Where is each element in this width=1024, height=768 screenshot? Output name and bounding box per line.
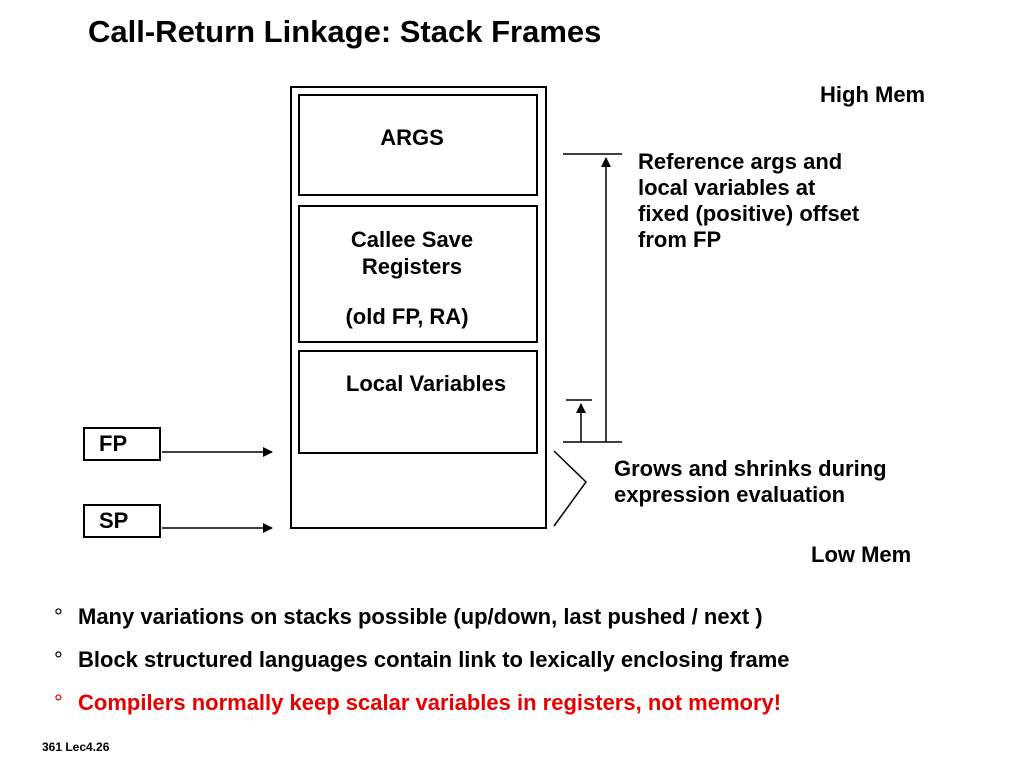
callee-save-label-line1: Callee Save xyxy=(350,227,474,252)
slide-footer: 361 Lec4.26 xyxy=(42,740,110,754)
grows-note-line: Grows and shrinks during xyxy=(614,456,887,481)
bullet-list: ° Many variations on stacks possible (up/… xyxy=(54,604,994,733)
bullet-mark: ° xyxy=(54,604,63,629)
callee-save-box xyxy=(298,205,538,343)
args-box xyxy=(298,94,538,196)
args-label: ARGS xyxy=(380,125,444,150)
grows-bracket xyxy=(553,450,587,527)
bullet-text: Compilers normally keep scalar variables… xyxy=(78,690,782,715)
callee-save-label: Callee Save Registers xyxy=(300,226,524,280)
bullet-mark: ° xyxy=(54,647,63,672)
fp-label: FP xyxy=(99,431,128,456)
page-title: Call-Return Linkage: Stack Frames xyxy=(88,14,602,49)
bullet-item: ° Compilers normally keep scalar variable… xyxy=(54,690,994,733)
local-variables-label: Local Variables xyxy=(345,371,507,396)
sp-register-box: SP xyxy=(83,504,161,538)
reference-note-line: from FP xyxy=(638,227,722,252)
bullet-item: ° Block structured languages contain link… xyxy=(54,647,994,690)
callee-save-sublabel: (old FP, RA) xyxy=(345,304,469,329)
high-mem-label: High Mem xyxy=(820,82,926,107)
grows-note: Grows and shrinks during expression eval… xyxy=(614,456,954,508)
reference-note-line: Reference args and xyxy=(638,149,843,174)
reference-note-line: fixed (positive) offset xyxy=(638,201,860,226)
reference-note-line: local variables at xyxy=(638,175,816,200)
bullet-text: Block structured languages contain link … xyxy=(78,647,790,672)
bullet-item: ° Many variations on stacks possible (up/… xyxy=(54,604,994,647)
callee-save-label-line2: Registers xyxy=(361,254,463,279)
stack-frame xyxy=(290,86,547,529)
local-variables-box xyxy=(298,350,538,454)
reference-note: Reference args and local variables at fi… xyxy=(638,149,888,253)
bullet-text: Many variations on stacks possible (up/d… xyxy=(78,604,763,629)
sp-label: SP xyxy=(99,508,129,533)
low-mem-label: Low Mem xyxy=(811,542,912,567)
grows-note-line: expression evaluation xyxy=(614,482,846,507)
bullet-mark: ° xyxy=(54,690,63,715)
fp-register-box: FP xyxy=(83,427,161,461)
